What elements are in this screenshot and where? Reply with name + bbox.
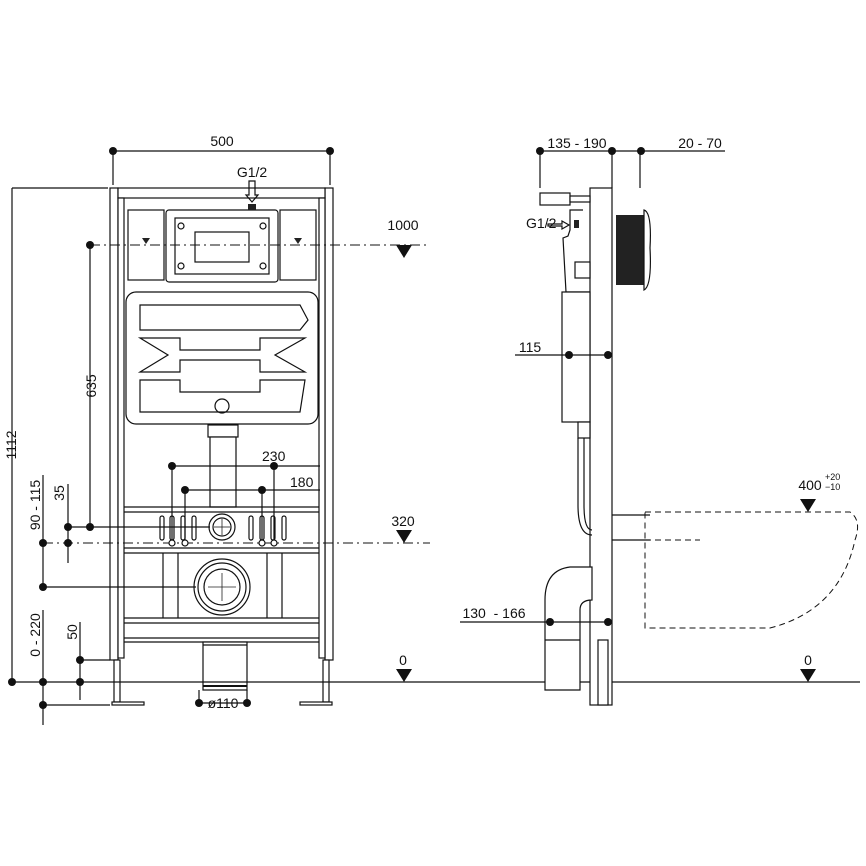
total-height-label: 1112	[3, 430, 19, 459]
front-floor-label: 0	[399, 652, 407, 668]
dim-0-220-label: 0 - 220	[27, 613, 43, 657]
flush-height-label: 1000	[387, 217, 418, 233]
depth-label: 135 - 190	[547, 135, 606, 151]
side-water-inlet-label: G1/2	[526, 215, 557, 231]
side-dimensions: 135 - 190 20 - 70 115 130 - 166 400 +20 …	[460, 135, 840, 682]
side-floor-label: 0	[804, 652, 812, 668]
drain-depth-label: 130 - 166	[462, 605, 525, 621]
bolt-inner-label: 180	[290, 474, 314, 490]
seat-tolerance-minus: −10	[825, 482, 840, 492]
drain-diameter-label: ø110	[208, 695, 239, 711]
dim-50-label: 50	[64, 624, 80, 640]
seat-height-label: 400	[798, 477, 822, 493]
cistern-depth-label: 115	[519, 339, 542, 355]
width-label: 500	[210, 133, 234, 149]
dim-90-115-label: 90 - 115	[27, 480, 43, 531]
side-frame: G1/2	[526, 187, 859, 706]
drain-height-label: 320	[391, 513, 415, 529]
front-frame	[109, 187, 334, 706]
front-water-inlet-label: G1/2	[237, 164, 268, 180]
flush-offset-label: 635	[83, 374, 99, 398]
plate-offset-label: 20 - 70	[678, 135, 722, 151]
front-dimensions: 500 G1/2 1112 1000 635 35 320 90 - 115	[3, 133, 860, 725]
seat-tolerance-plus: +20	[825, 472, 840, 482]
dim-35-label: 35	[51, 485, 67, 501]
bolt-outer-label: 230	[262, 448, 286, 464]
